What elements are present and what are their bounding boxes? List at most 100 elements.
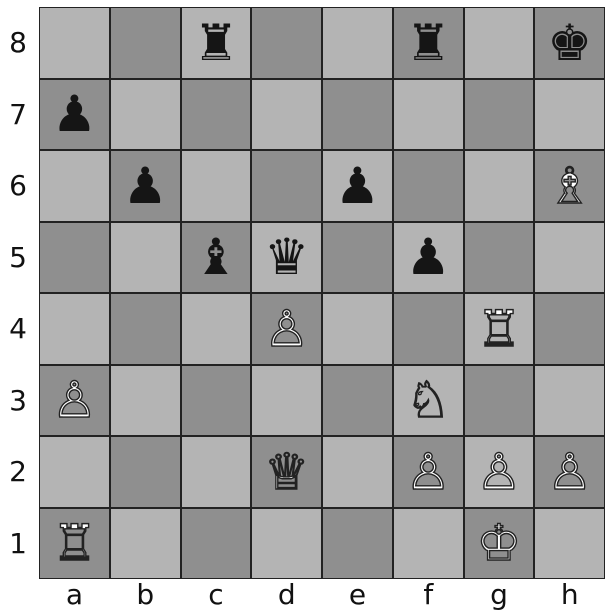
white-pawn-icon[interactable]: ♙ (547, 447, 592, 497)
square-e8[interactable] (323, 8, 392, 78)
square-c4[interactable] (182, 294, 251, 364)
square-e1[interactable] (323, 509, 392, 579)
square-e4[interactable] (323, 294, 392, 364)
white-queen-icon[interactable]: ♕ (264, 447, 309, 497)
square-a4[interactable] (40, 294, 109, 364)
black-pawn-icon[interactable]: ♟ (406, 232, 451, 282)
black-rook-icon[interactable]: ♜ (406, 18, 451, 68)
file-label-f: f (393, 578, 464, 611)
square-f3[interactable]: ♘ (394, 366, 463, 436)
white-king-icon[interactable]: ♔ (476, 518, 521, 568)
square-d8[interactable] (252, 8, 321, 78)
rank-label-8: 8 (0, 7, 36, 79)
black-queen-icon[interactable]: ♛ (264, 232, 309, 282)
file-label-a: a (39, 578, 110, 611)
white-pawn-icon[interactable]: ♙ (264, 304, 309, 354)
square-d7[interactable] (252, 80, 321, 150)
black-pawn-icon[interactable]: ♟ (52, 89, 97, 139)
square-a8[interactable] (40, 8, 109, 78)
square-c1[interactable] (182, 509, 251, 579)
square-b3[interactable] (111, 366, 180, 436)
square-b8[interactable] (111, 8, 180, 78)
file-label-e: e (322, 578, 393, 611)
square-g8[interactable] (465, 8, 534, 78)
square-g6[interactable] (465, 151, 534, 221)
square-f6[interactable] (394, 151, 463, 221)
square-c2[interactable] (182, 437, 251, 507)
square-f2[interactable]: ♙ (394, 437, 463, 507)
square-b5[interactable] (111, 223, 180, 293)
white-pawn-icon[interactable]: ♙ (476, 447, 521, 497)
black-bishop-icon[interactable]: ♝ (193, 232, 238, 282)
square-f5[interactable]: ♟ (394, 223, 463, 293)
square-g1[interactable]: ♔ (465, 509, 534, 579)
square-c3[interactable] (182, 366, 251, 436)
square-h4[interactable] (535, 294, 604, 364)
square-h6[interactable]: ♗ (535, 151, 604, 221)
square-g5[interactable] (465, 223, 534, 293)
board-grid: ♜ ♜ ♚ ♟ ♟ ♟ ♗ ♝ ♛ ♟ ♙ ♖ ♙ ♘ ♕ ♙ ♙ ♙ ♖ ♔ (39, 7, 605, 579)
square-d1[interactable] (252, 509, 321, 579)
square-d5[interactable]: ♛ (252, 223, 321, 293)
square-d4[interactable]: ♙ (252, 294, 321, 364)
square-e2[interactable] (323, 437, 392, 507)
square-h7[interactable] (535, 80, 604, 150)
square-d6[interactable] (252, 151, 321, 221)
square-h1[interactable] (535, 509, 604, 579)
square-h5[interactable] (535, 223, 604, 293)
white-rook-icon[interactable]: ♖ (476, 304, 521, 354)
square-d3[interactable] (252, 366, 321, 436)
square-c8[interactable]: ♜ (182, 8, 251, 78)
rank-label-2: 2 (0, 436, 36, 508)
square-a6[interactable] (40, 151, 109, 221)
square-f7[interactable] (394, 80, 463, 150)
white-bishop-icon[interactable]: ♗ (547, 161, 592, 211)
rank-label-3: 3 (0, 365, 36, 437)
square-g7[interactable] (465, 80, 534, 150)
file-label-c: c (181, 578, 252, 611)
square-c5[interactable]: ♝ (182, 223, 251, 293)
square-h8[interactable]: ♚ (535, 8, 604, 78)
square-e3[interactable] (323, 366, 392, 436)
file-label-h: h (534, 578, 605, 611)
rank-label-6: 6 (0, 150, 36, 222)
square-h3[interactable] (535, 366, 604, 436)
white-pawn-icon[interactable]: ♙ (406, 447, 451, 497)
square-h2[interactable]: ♙ (535, 437, 604, 507)
square-e7[interactable] (323, 80, 392, 150)
square-e6[interactable]: ♟ (323, 151, 392, 221)
square-f8[interactable]: ♜ (394, 8, 463, 78)
square-a3[interactable]: ♙ (40, 366, 109, 436)
square-a2[interactable] (40, 437, 109, 507)
black-pawn-icon[interactable]: ♟ (335, 161, 380, 211)
square-a5[interactable] (40, 223, 109, 293)
black-rook-icon[interactable]: ♜ (193, 18, 238, 68)
square-b4[interactable] (111, 294, 180, 364)
square-e5[interactable] (323, 223, 392, 293)
square-b2[interactable] (111, 437, 180, 507)
white-pawn-icon[interactable]: ♙ (52, 375, 97, 425)
square-a7[interactable]: ♟ (40, 80, 109, 150)
square-c6[interactable] (182, 151, 251, 221)
white-knight-icon[interactable]: ♘ (406, 375, 451, 425)
file-label-b: b (110, 578, 181, 611)
square-g4[interactable]: ♖ (465, 294, 534, 364)
square-b6[interactable]: ♟ (111, 151, 180, 221)
square-c7[interactable] (182, 80, 251, 150)
square-f1[interactable] (394, 509, 463, 579)
rank-label-5: 5 (0, 222, 36, 294)
black-king-icon[interactable]: ♚ (547, 18, 592, 68)
square-g3[interactable] (465, 366, 534, 436)
square-b7[interactable] (111, 80, 180, 150)
white-rook-icon[interactable]: ♖ (52, 518, 97, 568)
square-d2[interactable]: ♕ (252, 437, 321, 507)
rank-label-7: 7 (0, 79, 36, 151)
file-label-g: g (464, 578, 535, 611)
square-f4[interactable] (394, 294, 463, 364)
square-b1[interactable] (111, 509, 180, 579)
square-g2[interactable]: ♙ (465, 437, 534, 507)
square-a1[interactable]: ♖ (40, 509, 109, 579)
black-pawn-icon[interactable]: ♟ (123, 161, 168, 211)
rank-label-1: 1 (0, 508, 36, 580)
